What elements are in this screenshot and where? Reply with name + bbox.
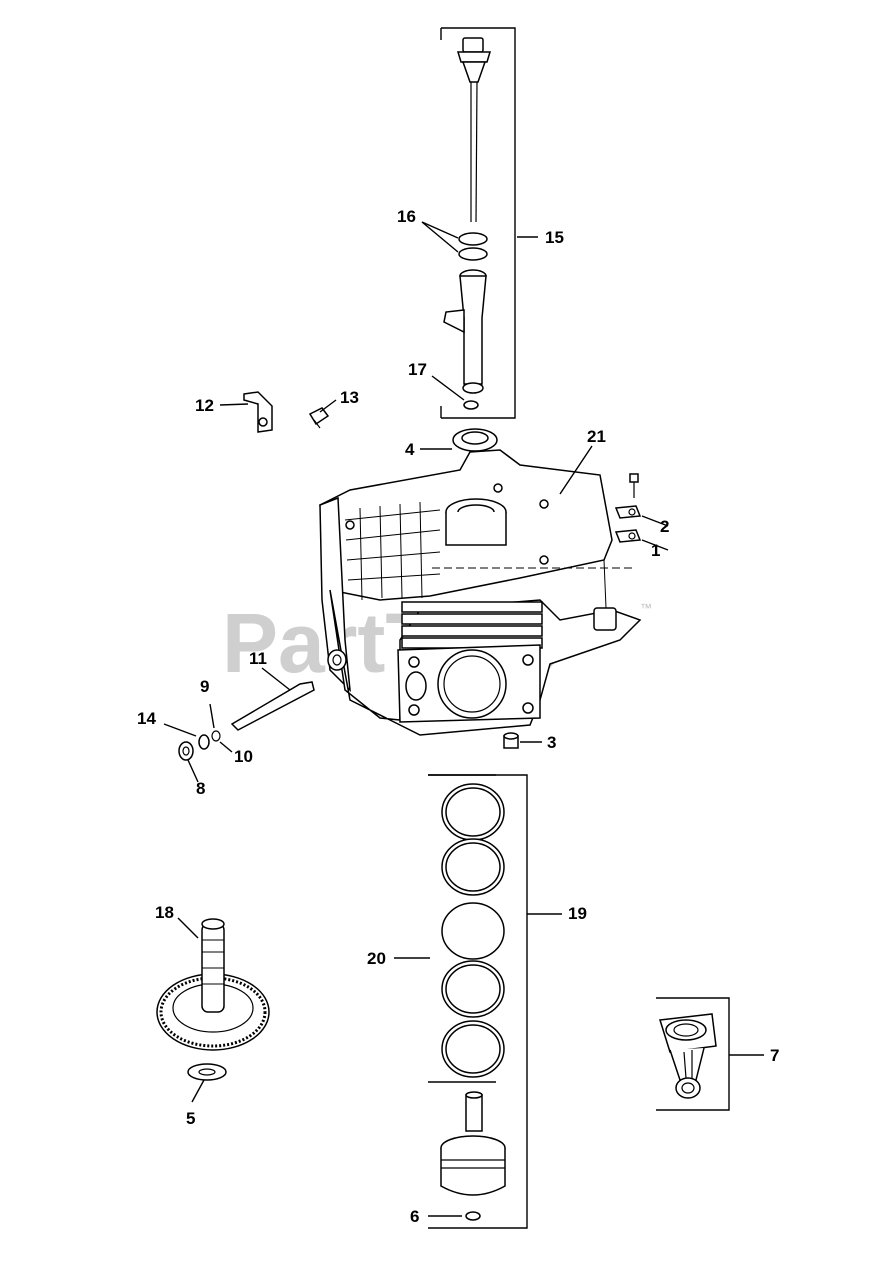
o-ring-upper — [458, 232, 488, 246]
leader-21 — [559, 445, 593, 495]
pin-1 — [614, 529, 669, 551]
stud-part — [629, 473, 639, 498]
dipstick-tube — [443, 269, 487, 394]
cylinder-bore — [437, 649, 507, 719]
crankcase-left-wall — [319, 496, 351, 693]
callout-10: 10 — [234, 747, 253, 766]
plug-3 — [503, 732, 542, 749]
callout-16: 16 — [397, 207, 416, 226]
callout-3: 3 — [547, 733, 556, 752]
callout-11: 11 — [249, 649, 267, 668]
piston-ring-3 — [441, 902, 505, 960]
group-bracket-15 — [441, 27, 516, 419]
callout-6: 6 — [410, 1207, 419, 1226]
callout-15: 15 — [545, 228, 564, 247]
callout-19: 19 — [568, 904, 587, 923]
callout-14: 14 — [137, 709, 156, 728]
callout-7: 7 — [770, 1046, 779, 1065]
callout-9: 9 — [200, 677, 209, 696]
bracket-12 — [219, 391, 273, 433]
dipstick-cap — [456, 37, 492, 83]
hardware-8-9-10-14 — [163, 703, 233, 783]
oil-seal-4 — [420, 428, 498, 452]
piston-group — [394, 774, 562, 1229]
watermark-trademark: ™ — [640, 601, 652, 615]
piston — [440, 1135, 506, 1196]
callout-8: 8 — [196, 779, 205, 798]
connecting-rod — [659, 1013, 717, 1099]
pin-2 — [614, 505, 669, 527]
callout-4: 4 — [405, 440, 415, 459]
breather-tube-11 — [230, 667, 315, 731]
dipstick-group — [421, 27, 538, 419]
tube-o-ring — [463, 400, 479, 410]
callout-13: 13 — [340, 388, 359, 407]
shim-5 — [187, 1063, 227, 1103]
callout-2: 2 — [660, 517, 669, 536]
callout-17: 17 — [408, 360, 427, 379]
callout-21: 21 — [587, 427, 606, 446]
group-bracket-7 — [656, 997, 730, 1111]
connecting-rod-group — [656, 997, 764, 1111]
screw-13 — [308, 399, 337, 429]
callout-5: 5 — [186, 1109, 195, 1128]
piston-pin — [465, 1091, 483, 1132]
crankcase-block — [319, 449, 642, 736]
camshaft-18 — [156, 917, 270, 1051]
callout-20: 20 — [367, 949, 386, 968]
piston-circlip — [465, 1211, 481, 1221]
callout-labels: 1 2 3 4 5 6 7 8 9 10 11 12 13 14 15 16 1… — [137, 207, 779, 1226]
o-ring-lower — [458, 247, 488, 261]
callout-18: 18 — [155, 903, 174, 922]
callout-1: 1 — [651, 541, 660, 560]
callout-12: 12 — [195, 396, 214, 415]
